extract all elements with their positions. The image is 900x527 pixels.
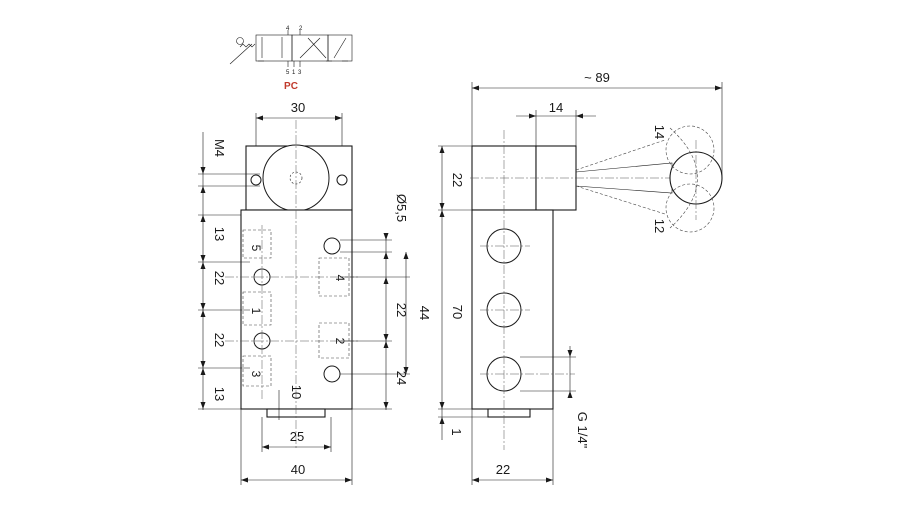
front-view: 5 4 1 2 3 30 M4 13 22 22 13 [198,100,432,485]
dim-pitch-a: 13 [212,227,227,241]
port-1-label: 1 [249,308,263,315]
dim-thread: M4 [212,139,227,157]
dim-port-thread: G 1/4" [575,412,590,449]
symbol-port-5: 5 [286,70,290,76]
dim-right-pitch: 22 [394,303,409,317]
dim-right-bottom: 24 [394,371,409,385]
dim-lever-angle-down: 12 [652,219,667,233]
dim-pitch-c: 22 [212,333,227,347]
dim-overall-width: 40 [291,462,305,477]
dim-hole-diameter: Ø5,5 [394,194,409,222]
port-4-label: 4 [333,275,347,282]
dim-overall-length: ~ 89 [584,70,610,85]
dim-right-span: 44 [417,306,432,320]
dim-base-step: 1 [449,428,464,435]
symbol-port-4: 4 [286,26,290,32]
side-view: ~ 89 14 22 70 1 14 12 G 1/4" 22 [438,70,723,485]
dim-head-width: 14 [549,100,563,115]
dim-base-width: 25 [290,429,304,444]
symbol-port-2: 2 [299,26,303,32]
dim-head-height: 22 [450,173,465,187]
valve-symbol: 4 2 5 1 3 PC [229,26,353,92]
dim-lever-angle-up: 14 [652,125,667,139]
dim-pitch-d: 13 [212,387,227,401]
dim-body-width: 22 [496,462,510,477]
dim-width-top: 30 [291,100,305,115]
symbol-port-1: 1 [292,70,296,76]
dim-body-height: 70 [450,305,465,319]
symbol-port-3: 3 [298,70,302,76]
port-3-label: 3 [249,371,263,378]
dim-bottom-offset: 10 [289,385,304,399]
model-label: PC [284,81,298,92]
port-5-label: 5 [249,245,263,252]
dim-pitch-b: 22 [212,271,227,285]
